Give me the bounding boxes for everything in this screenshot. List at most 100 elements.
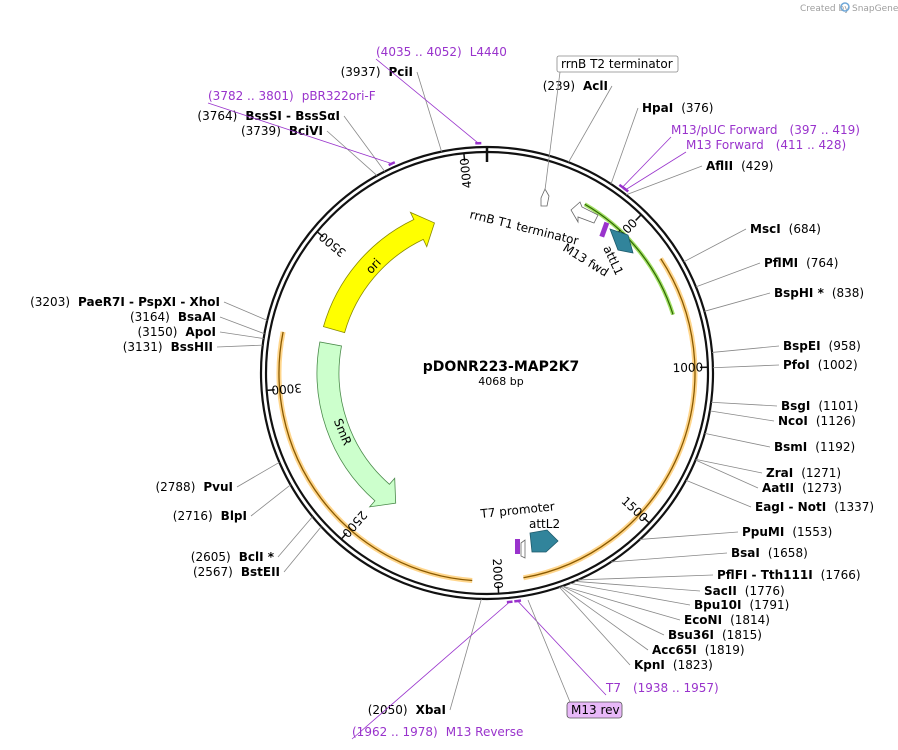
site-zrai[interactable]: ZraI(1271) — [695, 459, 841, 480]
t7-promoter-arrow — [520, 539, 526, 559]
site-leader — [610, 552, 728, 563]
orf-arc-line — [278, 331, 473, 582]
rrnB-t1-label: rrnB T1 terminator — [468, 207, 580, 248]
site-blpi[interactable]: (2716)BlpI — [173, 484, 291, 523]
primer-range: (411 .. 428) — [776, 138, 846, 152]
site-position: (2788) — [155, 480, 195, 494]
site-position: (429) — [741, 159, 773, 173]
site-aflii[interactable]: AflII (429) — [625, 159, 773, 196]
tick-mark-1500 — [642, 517, 650, 524]
site-name: BsaAI — [178, 310, 216, 324]
site-msci[interactable]: MscI(684) — [683, 222, 821, 263]
insert-arc[interactable] — [583, 202, 675, 316]
primer-sites: (4035 .. 4052)L4440(3782 .. 3801)pBR322o… — [207, 45, 860, 740]
site-pcii[interactable]: (3937)PciI — [341, 65, 442, 152]
orf-arc-0[interactable] — [522, 257, 698, 581]
site-ncoi[interactable]: NcoI(1126) — [709, 410, 856, 428]
primer-m13-reverse[interactable]: (1962 .. 1978)M13 Reverse — [351, 600, 523, 740]
site-pfoi[interactable]: PfoI(1002) — [712, 358, 858, 372]
feature-ori[interactable]: ori — [322, 211, 435, 334]
plasmid-length: 4068 bp — [478, 375, 523, 388]
tick-label-1000: 1000 — [672, 360, 703, 375]
site-hpai[interactable]: HpaI(376) — [610, 101, 713, 185]
site-bsu36i[interactable]: Bsu36I(1815) — [561, 585, 762, 642]
m13-rev-leader — [527, 599, 571, 703]
site-acc65i[interactable]: Acc65I(1819) — [560, 586, 745, 657]
primer-m13-forward[interactable]: M13 Forward(411 .. 428) — [622, 138, 846, 193]
site-label: (3937)PciI — [341, 65, 413, 79]
primer-leader — [375, 58, 479, 144]
site-paer7i-pspxi-xhoi[interactable]: (3203)PaeR7I - PspXI - XhoI — [30, 295, 268, 321]
site-leader — [712, 364, 780, 369]
site-bsai[interactable]: BsaI(1658) — [610, 546, 808, 563]
site-econi[interactable]: EcoNI(1814) — [562, 585, 770, 627]
site-position: (1791) — [749, 598, 789, 612]
site-position: (3203) — [30, 295, 70, 309]
site-ppumi[interactable]: PpuMI(1553) — [639, 525, 832, 540]
feature-attL2[interactable]: attL2 — [529, 517, 560, 553]
feature-rrnB-t2[interactable]: rrnB T2 terminator — [540, 55, 679, 207]
site-bcivi[interactable]: (3739)BciVI — [241, 124, 378, 176]
insert-arc-line — [584, 203, 674, 315]
primer-leader — [517, 600, 607, 696]
site-bspei[interactable]: BspEI(958) — [712, 339, 861, 353]
site-bsaai[interactable]: (3164)BsaAI — [130, 310, 265, 335]
primer-t7[interactable]: T7(1938 .. 1957) — [514, 599, 719, 696]
site-sacii[interactable]: SacII(1776) — [574, 580, 785, 598]
rrnB-t2-arrow — [540, 188, 550, 207]
site-bsphi-[interactable]: BspHI *(838) — [704, 286, 864, 312]
site-name: NcoI — [778, 414, 808, 428]
site-xbai[interactable]: (2050) XbaI — [368, 598, 482, 717]
feature-smr[interactable]: SmR — [316, 341, 397, 508]
site-pvui[interactable]: (2788) PvuI — [155, 461, 280, 494]
feature-m13-rev[interactable]: M13 rev — [527, 599, 623, 719]
site-label: (2050) XbaI — [368, 703, 446, 717]
site-name: MscI — [750, 222, 781, 236]
site-bpu10i[interactable]: Bpu10I(1791) — [569, 582, 790, 612]
credit-logo: Created by SnapGene — [800, 2, 898, 14]
site-position: (1271) — [801, 466, 841, 480]
site-leader — [569, 582, 691, 606]
site-eagi-noti[interactable]: EagI - NotI(1337) — [685, 479, 874, 514]
site-bsshii[interactable]: (3131)BssHII — [123, 340, 263, 354]
primer-m13-puc-forward[interactable]: M13/pUC Forward(397 .. 419) — [618, 123, 860, 191]
ori-arrow — [322, 211, 435, 334]
site-leader — [559, 586, 631, 666]
primer-pbr322ori-f[interactable]: (3782 .. 3801)pBR322ori-F — [207, 89, 396, 167]
site-bsgi[interactable]: BsgI(1101) — [711, 399, 858, 413]
site-position: (2050) — [368, 703, 408, 717]
site-label: (239)AclI — [543, 79, 608, 93]
site-leader — [416, 71, 442, 152]
site-name: PvuI — [203, 480, 233, 494]
site-acli[interactable]: (239)AclI — [543, 79, 613, 163]
site-position: (376) — [681, 101, 713, 115]
rrnB-t1-arrow — [570, 201, 599, 224]
site-name: Bsu36I — [668, 628, 714, 642]
site-name: BciVI — [289, 124, 323, 138]
site-label: (2716)BlpI — [173, 509, 247, 523]
site-label: BsmI(1192) — [774, 440, 855, 454]
attL2-arrow — [529, 529, 559, 553]
site-name: AflII — [706, 159, 733, 173]
site-leader — [639, 531, 739, 540]
site-pflfi-tth111i[interactable]: PflFI - Tth111I(1766) — [577, 568, 861, 582]
site-bsssi-bsss-i[interactable]: (3764)BssSI - BssSαI — [197, 109, 386, 172]
site-bsmi[interactable]: BsmI(1192) — [704, 432, 855, 454]
site-leader — [695, 459, 763, 474]
site-kpni[interactable]: KpnI(1823) — [559, 586, 713, 672]
site-apoi[interactable]: (3150)ApoI — [138, 325, 264, 339]
primer-l4440[interactable]: (4035 .. 4052)L4440 — [375, 45, 507, 145]
site-bcli-[interactable]: (2605)BclI * — [191, 516, 313, 564]
site-name: XbaI — [416, 703, 446, 717]
rrnB-t2-box — [556, 55, 679, 73]
site-bsteii[interactable]: (2567)BstEII — [193, 526, 322, 579]
site-leader — [562, 585, 681, 621]
orf-arc-1[interactable] — [276, 331, 473, 583]
primer-leader — [622, 136, 672, 188]
feature-rrnB-t1[interactable]: rrnB T1 terminator — [468, 201, 599, 248]
site-aatii[interactable]: AatII(1273) — [695, 459, 842, 495]
site-pflmi[interactable]: PflMI(764) — [695, 256, 838, 288]
site-leader — [610, 107, 639, 185]
site-leader — [236, 461, 280, 488]
site-position: (958) — [829, 339, 861, 353]
